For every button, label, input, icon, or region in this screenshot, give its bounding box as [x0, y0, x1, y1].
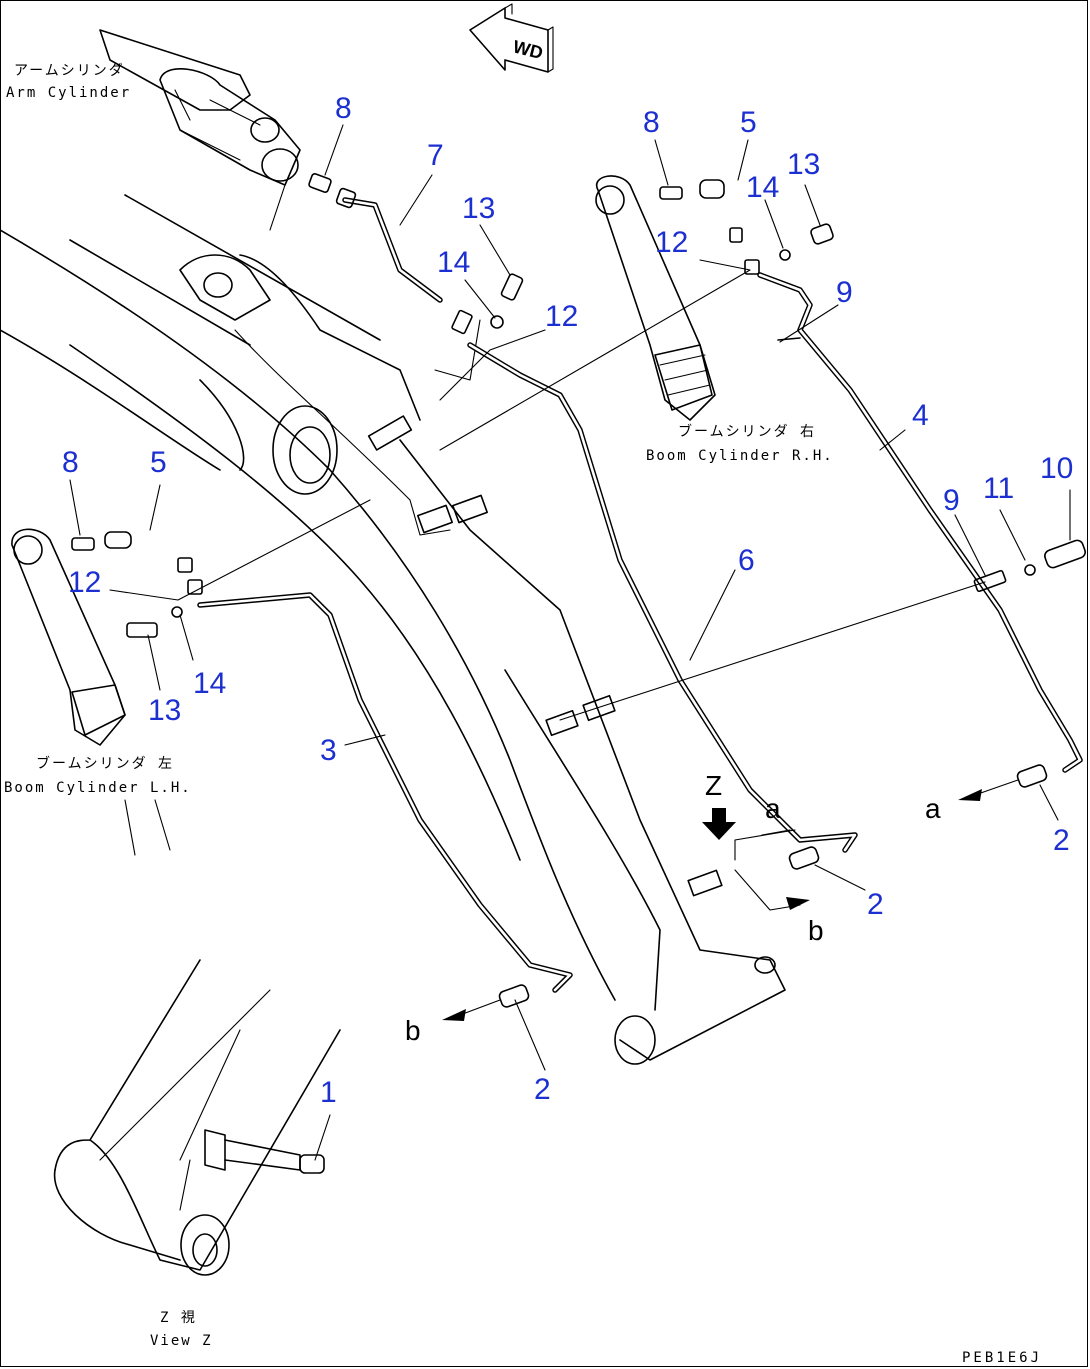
- boom-cylinder-lh-label-jp: ブームシリンダ 左: [36, 755, 174, 772]
- fitting-13-14-center: [451, 273, 524, 335]
- part-number-8: 8: [335, 92, 352, 125]
- part-number-5: 5: [150, 446, 167, 479]
- fitting-8-arm: [308, 173, 357, 209]
- fitting-right-end: [973, 539, 1086, 593]
- pipe-7: [342, 197, 443, 303]
- view-z-mark: Z: [705, 770, 722, 801]
- part-number-labels: 8 7 13 14 12 8 5 14 13 12 9 4 9 11 10 8 …: [62, 92, 1073, 1109]
- view-direction-arrow-icon: [702, 808, 736, 840]
- part-number-13: 13: [787, 148, 820, 181]
- part-number-5: 5: [740, 106, 757, 139]
- part-number-12: 12: [655, 226, 688, 259]
- part-number-1: 1: [320, 1076, 337, 1109]
- connection-arrows: [442, 779, 1019, 1021]
- connection-mark-b: b: [808, 915, 824, 946]
- view-z-label-en: View Z: [150, 1333, 213, 1349]
- boom-cylinder-rh-label-jp: ブームシリンダ 右: [678, 423, 816, 440]
- part-number-14: 14: [193, 667, 226, 700]
- part-number-8: 8: [643, 106, 660, 139]
- arm-cylinder: [99, 29, 301, 231]
- part-number-3: 3: [320, 734, 337, 767]
- part-number-9: 9: [836, 276, 853, 309]
- component-callouts: アームシリンダ Arm Cylinder ブームシリンダ 右 Boom Cyli…: [4, 63, 834, 1349]
- part-number-2: 2: [534, 1073, 551, 1106]
- connection-mark-a: a: [925, 793, 941, 824]
- part-number-8: 8: [62, 446, 79, 479]
- part-number-12: 12: [545, 300, 578, 333]
- forward-arrow-icon: WD: [469, 3, 554, 73]
- part-number-14: 14: [746, 171, 779, 204]
- part-number-9: 9: [943, 484, 960, 517]
- part-number-6: 6: [738, 544, 755, 577]
- connection-mark-letters: Z a a b b: [405, 770, 941, 1046]
- part-number-14: 14: [437, 246, 470, 279]
- part-number-10: 10: [1040, 452, 1073, 485]
- pipe-3: [197, 592, 573, 993]
- part-number-2: 2: [867, 888, 884, 921]
- fitting-rh-top: [659, 179, 834, 341]
- boom-cylinder-rh-label-en: Boom Cylinder R.H.: [646, 448, 834, 464]
- connection-mark-a: a: [765, 793, 781, 824]
- forward-marker-text: WD: [511, 36, 545, 63]
- boom-cylinder-lh-label-en: Boom Cylinder L.H.: [4, 780, 192, 796]
- pipe-6: [467, 342, 858, 853]
- leader-lines: [69, 124, 1071, 1161]
- view-z-detail: [53, 959, 341, 1276]
- part-number-4: 4: [912, 399, 929, 432]
- part-number-2: 2: [1053, 824, 1070, 857]
- part-number-7: 7: [427, 139, 444, 172]
- part-number-12: 12: [68, 566, 101, 599]
- arm-cylinder-label-en: Arm Cylinder: [6, 85, 131, 101]
- boom-outline: [0, 194, 786, 1065]
- part-number-13: 13: [148, 694, 181, 727]
- boom-cylinder-rh: [595, 175, 716, 421]
- drawing-code: PEB1E6J: [962, 1350, 1042, 1366]
- view-z-label-jp: Z 視: [160, 1310, 197, 1326]
- pipe-4: [757, 272, 1083, 773]
- boom-cylinder-lh: [11, 528, 171, 856]
- arm-cylinder-label-jp: アームシリンダ: [14, 63, 125, 79]
- part-number-11: 11: [983, 472, 1014, 505]
- connection-mark-b: b: [405, 1015, 421, 1046]
- part-number-13: 13: [462, 192, 495, 225]
